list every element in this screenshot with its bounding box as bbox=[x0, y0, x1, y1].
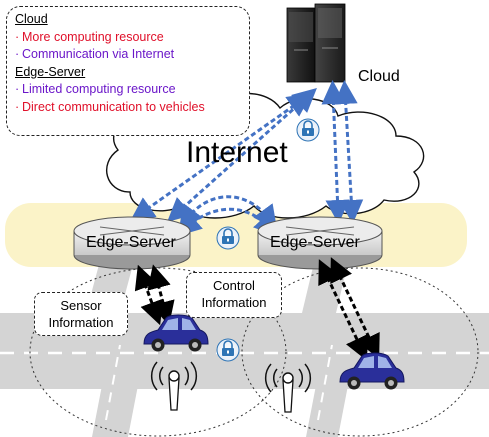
router-icon-left bbox=[73, 216, 191, 270]
lock-icon bbox=[216, 226, 240, 250]
vehicle-links bbox=[134, 257, 380, 361]
legend-box: Cloud ·More computing resource ·Communic… bbox=[6, 6, 250, 136]
legend-cloud-item: ·More computing resource bbox=[15, 29, 164, 44]
edge-server-label-left: Edge-Server bbox=[86, 234, 176, 251]
edge-server-label-right: Edge-Server bbox=[270, 234, 360, 251]
link-right-vehicle-2 bbox=[330, 257, 380, 359]
server-rack-icon bbox=[286, 3, 346, 83]
link-edge-to-edge-2 bbox=[177, 207, 279, 237]
control-information-callout: Control Information bbox=[186, 272, 282, 318]
internet-links bbox=[130, 80, 364, 237]
link-right-to-cloud-2 bbox=[333, 80, 364, 224]
legend-edge-item: ·Limited computing resource bbox=[15, 82, 176, 96]
sensor-information-callout: Sensor Information bbox=[34, 292, 128, 336]
legend-edge-header: Edge-Server bbox=[15, 64, 86, 79]
lock-icon bbox=[216, 338, 240, 362]
link-left-to-cloud-2 bbox=[167, 88, 317, 222]
coverage-area-right bbox=[241, 267, 479, 437]
router-icon-right bbox=[257, 216, 383, 270]
cloud-label: Cloud bbox=[358, 68, 400, 85]
legend-cloud-header: Cloud bbox=[15, 12, 48, 26]
legend-edge-item: ·Direct communication to vehicles bbox=[15, 99, 205, 114]
link-left-control bbox=[147, 264, 175, 326]
lock-icon bbox=[296, 118, 320, 142]
link-left-sensor bbox=[134, 264, 164, 326]
legend-cloud-item: ·Communication via Internet bbox=[15, 47, 175, 61]
internet-label: Internet bbox=[186, 136, 288, 169]
coverage-area-left bbox=[29, 267, 287, 437]
